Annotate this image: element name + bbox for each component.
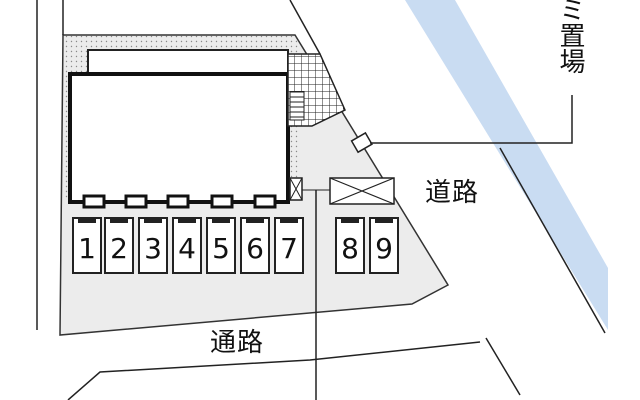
balcony-tabs (82, 194, 277, 209)
building (68, 72, 290, 204)
parking-slot: 7 (274, 217, 304, 274)
parking-slot: 1 (72, 217, 102, 274)
garbage-leader-line (370, 95, 573, 144)
parking-slot: 8 (335, 217, 365, 274)
parking-slot: 6 (240, 217, 270, 274)
parking-slot: 3 (138, 217, 168, 274)
parking-slot: 5 (206, 217, 236, 274)
passage-edge (67, 341, 481, 400)
stairs (289, 91, 305, 121)
road-label-right: 道路 (425, 178, 480, 208)
parking-slot: 4 (172, 217, 202, 274)
building-upper (87, 49, 289, 75)
passage-label-bottom: 通路 (210, 328, 265, 358)
road-edge-right (499, 147, 606, 334)
garbage-area-label: ゴミ置場 (555, 0, 585, 74)
parking-slot: 2 (104, 217, 134, 274)
passage-edge-right (485, 337, 521, 396)
parking-slot: 9 (369, 217, 399, 274)
road-edge-top (289, 0, 321, 55)
trash-bin-icon (350, 131, 373, 154)
